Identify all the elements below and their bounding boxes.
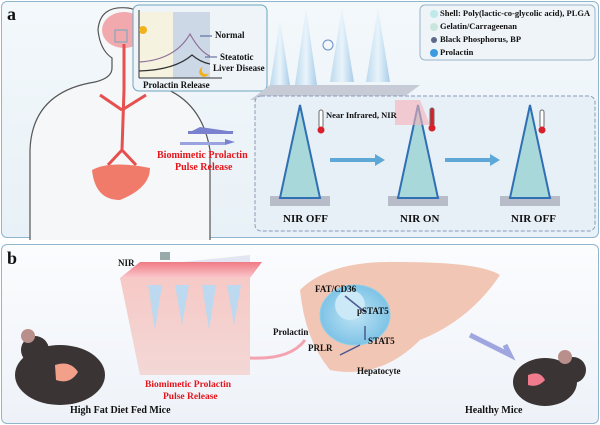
steatotic-label-2: Liver Disease (213, 63, 265, 73)
chart-xlabel: Prolactin Release (143, 80, 210, 90)
human-body-icon (29, 7, 211, 240)
liver-icon (92, 164, 150, 200)
healthy-mice-label: Healthy Mice (465, 405, 523, 416)
cone-state-2 (388, 100, 448, 206)
skin-block (120, 252, 262, 375)
legend-prolactin: Prolactin (440, 47, 474, 57)
steatotic-label: Steatotic (220, 52, 254, 62)
pulse-release-label-2: Pulse Release (175, 162, 233, 173)
normal-label: Normal (215, 30, 245, 40)
steatotic-curve (138, 54, 211, 72)
hepatocyte-label: Hepatocyte (357, 366, 401, 376)
liver-icon (55, 363, 78, 382)
state-label-3: NIR OFF (511, 213, 556, 225)
stat5-label: STAT5 (368, 336, 395, 346)
thermometer-hot-icon (428, 107, 436, 132)
arrow-icon (339, 344, 361, 356)
nir-label: Near Infrared, NIR (326, 110, 397, 120)
cone-state-1 (270, 104, 330, 206)
microneedle-patch (250, 8, 420, 100)
arrow-icon (468, 332, 516, 361)
legend-box (419, 4, 596, 61)
zoom-box (114, 29, 128, 43)
state-label-1: NIR OFF (283, 213, 328, 225)
shell-icon (430, 10, 438, 18)
hfd-mice-label: High Fat Diet Fed Mice (70, 405, 171, 416)
black-phosphorus-icon (431, 37, 437, 43)
arrow-icon (344, 295, 366, 313)
panel-a-label: a (7, 4, 16, 24)
prolactin-label-b: Prolactin (273, 327, 309, 337)
release-label-b-2: Pulse Release (163, 392, 218, 402)
nir-lamp-icon (160, 252, 170, 260)
thermometer-icon (538, 109, 546, 134)
nir-beam (395, 100, 430, 125)
prolactin-icon (430, 49, 438, 57)
arrow-icon (445, 154, 500, 166)
arrow-icon (330, 154, 385, 166)
moon-icon (199, 67, 209, 77)
sun-icon (139, 26, 147, 34)
nir-label-b: NIR (118, 258, 135, 268)
legend-shell: Shell: Poly(lactic-co-glycolic acid), PL… (440, 8, 591, 18)
legend-bp: Black Phosphorus, BP (440, 34, 522, 44)
inset-chart (132, 4, 268, 92)
prlr-label: PRLR (308, 343, 333, 353)
cone-state-3 (500, 104, 560, 206)
liver-icon (528, 373, 545, 386)
mouse-hfd-icon (15, 329, 105, 405)
normal-curve (138, 32, 211, 63)
blood-vessel-icon (99, 44, 147, 167)
blood-vessel-icon (249, 339, 307, 360)
pstat5-label: pSTAT5 (357, 306, 389, 316)
liver-hepatocyte-icon (300, 261, 500, 372)
state-label-2: NIR ON (400, 213, 440, 225)
mouse-healthy-icon (513, 350, 586, 406)
panel-b-label: b (7, 248, 18, 268)
release-label-b: Biomimetic Prolactin (145, 380, 232, 390)
bidirectional-arrow-icon (180, 127, 235, 145)
legend-gelatin: Gelatin/Carrageenan (440, 21, 517, 31)
pulse-release-label: Biomimetic Prolactin (157, 150, 248, 161)
fat-cd36-label: FAT/CD36 (315, 284, 357, 294)
thermometer-icon (317, 109, 325, 134)
panel-b (1, 244, 599, 424)
gelatin-icon (430, 23, 438, 31)
